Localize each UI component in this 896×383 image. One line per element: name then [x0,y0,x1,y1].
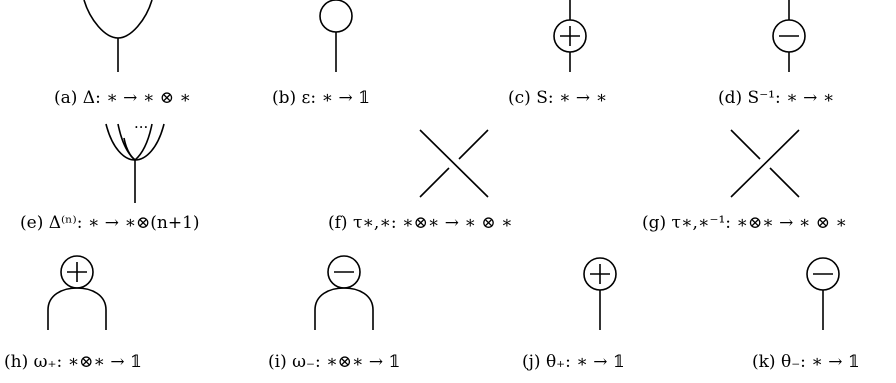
caption-d: (d) S⁻¹: ∗ → ∗ [718,88,835,108]
fan-dots-label: ··· [134,118,149,136]
inverse-braiding-diagram [730,129,800,198]
omega-plus-diagram [47,255,107,330]
caption-k: (k) θ₋: ∗ → 𝟙 [752,352,860,372]
caption-j: (j) θ₊: ∗ → 𝟙 [522,352,625,372]
braiding-diagram [419,129,489,198]
caption-a: (a) Δ: ∗ → ∗ ⊗ ∗ [54,88,191,108]
caption-h: (h) ω₊: ∗⊗∗ → 𝟙 [4,352,142,372]
omega-minus-diagram [314,255,374,330]
theta-plus-diagram [583,257,617,330]
caption-f: (f) τ∗,∗: ∗⊗∗ → ∗ ⊗ ∗ [328,213,513,233]
caption-i: (i) ω₋: ∗⊗∗ → 𝟙 [268,352,401,372]
caption-b: (b) ε: ∗ → 𝟙 [272,88,370,108]
counit-diagram [319,0,353,72]
caption-e: (e) Δ⁽ⁿ⁾: ∗ → ∗⊗(n+1) [20,213,200,233]
theta-minus-diagram [806,257,840,330]
inverse-antipode-diagram [772,0,806,72]
iterated-coproduct-diagram [105,123,165,203]
antipode-diagram [553,0,587,72]
coproduct-diagram [83,0,153,72]
caption-c: (c) S: ∗ → ∗ [508,88,608,108]
caption-g: (g) τ∗,∗⁻¹: ∗⊗∗ → ∗ ⊗ ∗ [642,213,847,233]
